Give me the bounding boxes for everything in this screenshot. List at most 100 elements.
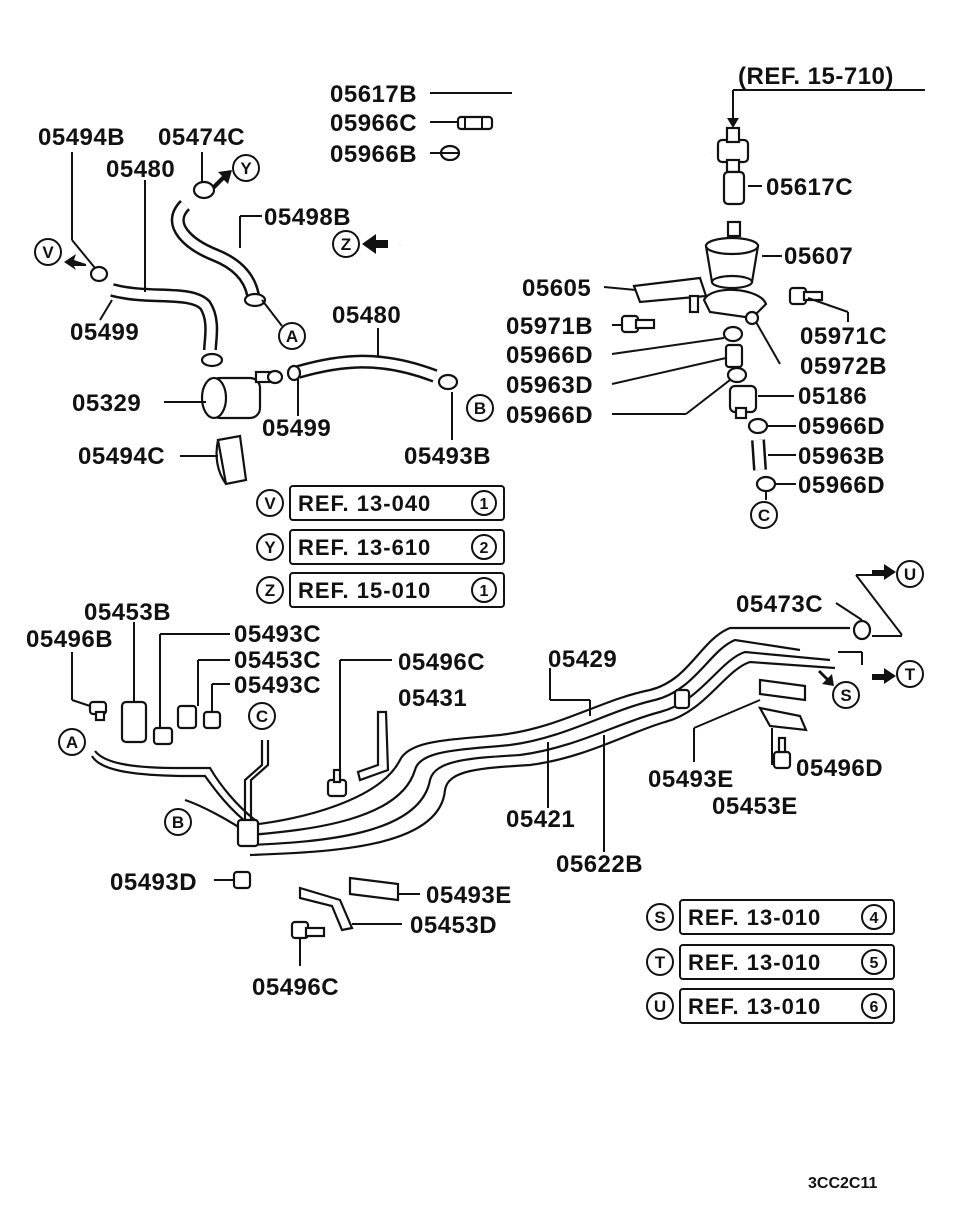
bolt-05971B[interactable] (620, 314, 656, 334)
clamp-05972B[interactable] (702, 288, 768, 326)
clip-05499-middle[interactable] (286, 364, 302, 382)
canister-05607[interactable] (704, 220, 760, 290)
bracket-05605[interactable] (632, 276, 708, 314)
bracket-05453D[interactable] (298, 886, 354, 932)
bolt-05496B[interactable] (88, 700, 108, 722)
bolt-05496D[interactable] (772, 736, 792, 770)
bracket-05431[interactable] (356, 710, 390, 782)
svg-text:S: S (840, 686, 851, 705)
ref-box-U[interactable]: U REF. 13-010 6 (646, 988, 895, 1024)
label-05493C-1: 05493C (234, 621, 321, 648)
label-05329: 05329 (72, 390, 141, 417)
clamp-05453B[interactable] (120, 700, 148, 744)
hose-clip-05966B[interactable] (439, 144, 461, 162)
ref-box-T[interactable]: T REF. 13-010 5 (646, 944, 895, 980)
bracket-05494C[interactable] (215, 434, 248, 486)
label-05453B: 05453B (84, 599, 171, 626)
connector-S[interactable]: S (832, 681, 860, 709)
pipe-clamp-left[interactable] (236, 818, 260, 848)
label-05480-upper: 05480 (106, 156, 175, 183)
valve-05186[interactable] (728, 384, 758, 420)
arrow-V (64, 254, 86, 270)
connector-C-bottom[interactable]: C (248, 702, 276, 730)
clip-05473C[interactable] (852, 619, 872, 641)
pipe-clamp-right[interactable] (673, 688, 691, 710)
connector-T[interactable]: T (896, 660, 924, 688)
svg-text:REF. 13-040: REF. 13-040 (298, 491, 431, 516)
clamp-05493E-lower[interactable] (348, 876, 400, 902)
svg-text:REF. 13-010: REF. 13-010 (688, 950, 821, 975)
connector-Z[interactable]: Z (332, 230, 360, 258)
label-05496B: 05496B (26, 626, 113, 653)
svg-text:C: C (256, 707, 268, 726)
clip-05493D[interactable] (232, 870, 252, 890)
clip-05493C-2[interactable] (202, 710, 222, 730)
connector-B-top[interactable]: B (466, 394, 494, 422)
fuel-filter-05329[interactable] (200, 369, 284, 420)
pipe-05429[interactable] (249, 626, 850, 827)
ref-box-V[interactable]: V REF. 13-040 1 (256, 485, 505, 521)
label-05496C-upper: 05496C (398, 649, 485, 676)
svg-text:T: T (655, 953, 666, 972)
connector-A-bottom[interactable]: A (58, 728, 86, 756)
ref-box-Z[interactable]: Z REF. 15-010 1 (256, 572, 505, 608)
connector-B-bottom[interactable]: B (164, 808, 192, 836)
clip-05966D-2[interactable] (726, 366, 748, 384)
svg-text:U: U (654, 997, 666, 1016)
connector-V[interactable]: V (34, 238, 62, 266)
svg-text:6: 6 (870, 999, 879, 1016)
clamp-05453C[interactable] (176, 704, 198, 730)
ref-box-S[interactable]: S REF. 13-010 4 (646, 899, 895, 935)
hose-05963D[interactable] (724, 343, 744, 369)
filter-group (89, 180, 459, 486)
clip-05498B-end[interactable] (243, 292, 267, 308)
clip-05493C-1[interactable] (152, 726, 174, 746)
svg-text:2: 2 (480, 540, 489, 557)
clip-05966D-3[interactable] (747, 417, 769, 435)
svg-text:Z: Z (265, 581, 275, 600)
clamp-05493E-right[interactable] (758, 678, 807, 702)
connector-U[interactable]: U (896, 560, 924, 588)
clip-05493B[interactable] (437, 373, 459, 391)
hose-piece-05617C[interactable] (722, 170, 746, 206)
bolt-05496C-upper[interactable] (326, 768, 348, 798)
pipe-05421[interactable] (249, 638, 801, 837)
label-05480-middle: 05480 (332, 302, 401, 329)
connector-Y[interactable]: Y (232, 154, 260, 182)
connector-A-top[interactable]: A (278, 322, 306, 350)
clip-05966D-1[interactable] (722, 325, 744, 343)
bracket-05453E[interactable] (757, 706, 808, 732)
label-05605: 05605 (522, 275, 591, 302)
arrow-Y (212, 170, 232, 190)
connector-C-top[interactable]: C (750, 501, 778, 529)
t-connector[interactable] (716, 126, 750, 174)
label-05453E: 05453E (712, 793, 798, 820)
svg-text:U: U (904, 565, 916, 584)
label-05494C: 05494C (78, 443, 165, 470)
clip-filter-top[interactable] (200, 352, 224, 368)
clip-05474C[interactable] (192, 180, 216, 200)
label-05493B: 05493B (404, 443, 491, 470)
clip-05966D-4[interactable] (755, 475, 777, 493)
hose-05480-upper[interactable] (110, 285, 216, 351)
ref-box-Y[interactable]: Y REF. 13-610 2 (256, 529, 505, 565)
label-05966C: 05966C (330, 110, 417, 137)
hose-05480-middle[interactable] (296, 357, 437, 381)
part-label-layer: 05617B 05966C 05966B (REF. 15-710) 05617… (26, 63, 893, 1001)
bolt-05496C-lower[interactable] (290, 920, 326, 940)
svg-text:4: 4 (870, 910, 879, 927)
hose-05498B[interactable] (173, 201, 258, 297)
label-05494B: 05494B (38, 124, 125, 151)
label-05499-middle: 05499 (262, 415, 331, 442)
arrow-U (872, 564, 896, 580)
label-05966D-3: 05966D (798, 413, 885, 440)
label-05421: 05421 (506, 806, 575, 833)
hose-clip-05966C[interactable] (456, 115, 494, 131)
label-05493E-right: 05493E (648, 766, 734, 793)
arrow-Z (362, 234, 388, 254)
label-05431: 05431 (398, 685, 467, 712)
clip-05494B[interactable] (89, 265, 109, 283)
svg-text:REF. 15-010: REF. 15-010 (298, 578, 431, 603)
label-05429: 05429 (548, 646, 617, 673)
